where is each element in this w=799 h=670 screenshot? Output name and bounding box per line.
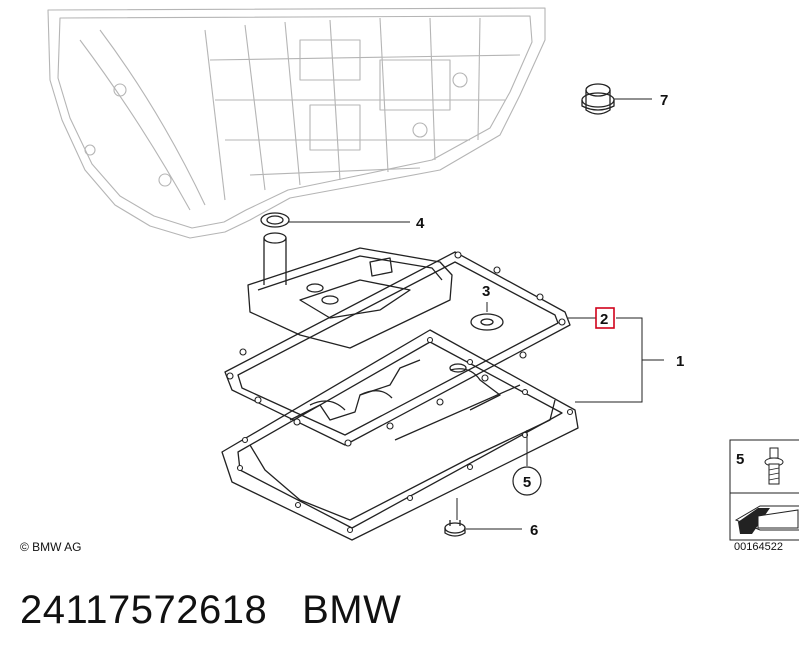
oil-filter-4 [247, 212, 453, 349]
legend-bolt-icon [764, 447, 784, 485]
callout-5-circle[interactable] [512, 466, 542, 496]
oil-pan-gasket-2 [224, 251, 571, 447]
callout-3[interactable]: 3 [482, 283, 490, 300]
legend-wrench-icon [734, 505, 799, 534]
drain-plug-7 [581, 83, 615, 115]
transmission-housing [47, 7, 546, 239]
callout-2-highlight-box[interactable] [595, 307, 615, 329]
legend-box-label: 5 [736, 451, 744, 468]
brand-name: BMW [302, 588, 402, 632]
callout-1[interactable]: 1 [676, 353, 684, 370]
bracket-1 [575, 317, 643, 403]
diagram-code: 00164522 [734, 541, 783, 553]
callout-4[interactable]: 4 [416, 215, 425, 232]
drain-bolt-6 [444, 520, 466, 537]
legend-box: 5 [729, 439, 799, 541]
part-number: 24117572618 [20, 588, 268, 632]
callout-7[interactable]: 7 [660, 92, 668, 109]
washer-3 [470, 313, 504, 331]
oil-pan [221, 329, 579, 541]
callout-5[interactable]: 5 [523, 474, 531, 491]
copyright-notice: © BMW AG [20, 540, 82, 554]
callout-2[interactable]: 2 [600, 311, 608, 328]
callout-6[interactable]: 6 [530, 522, 538, 539]
footer-caption: 24117572618 BMW [20, 588, 401, 633]
